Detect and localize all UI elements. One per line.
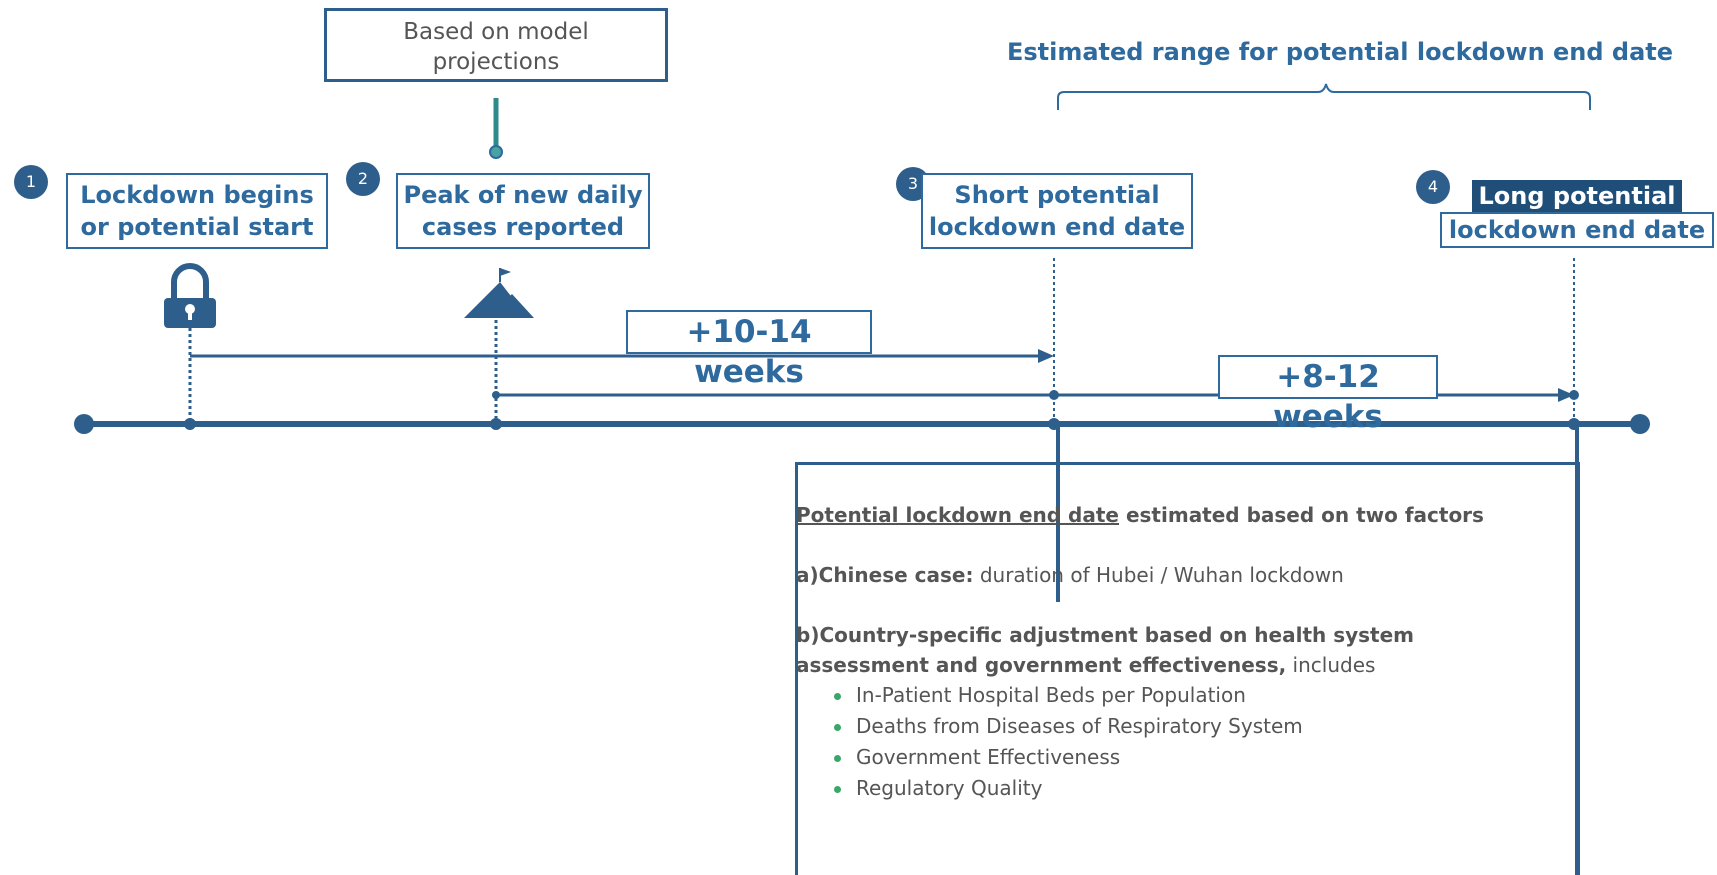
milestone-3-line-2: lockdown end date <box>928 213 1186 241</box>
timeline-start-dot <box>74 414 94 434</box>
duration-label-1: +10-14 weeks <box>626 310 872 390</box>
milestone-1-line-1: Lockdown begins <box>80 181 314 209</box>
info-bullet-list: In-Patient Hospital Beds per Population … <box>796 680 1576 804</box>
info-factor-b: b)Country-specific adjustment based on h… <box>796 620 1576 680</box>
info-heading-rest: estimated based on two factors <box>1119 503 1484 527</box>
info-heading-underlined: Potential lockdown end date <box>796 503 1119 527</box>
milestone-badge-2: 2 <box>346 162 380 196</box>
milestone-4-line-2: lockdown end date <box>1440 212 1714 248</box>
marker-1-dot <box>184 418 196 430</box>
marker-2-dot <box>490 418 502 430</box>
arrow-2-start-dot <box>492 391 500 399</box>
model-projection-note: Based on model projections <box>324 8 668 82</box>
list-item: Deaths from Diseases of Respiratory Syst… <box>834 711 1576 742</box>
milestone-box-4: Long potential lockdown end date <box>1440 180 1714 252</box>
list-item: Regulatory Quality <box>834 773 1576 804</box>
list-item: In-Patient Hospital Beds per Population <box>834 680 1576 711</box>
factors-info-text: Potential lockdown end date estimated ba… <box>796 500 1576 804</box>
milestone-4-line-1: Long potential <box>1472 180 1682 212</box>
duration-arrow-1-head <box>1038 349 1054 363</box>
note-line-1: Based on model <box>403 19 589 45</box>
milestone-2-line-2: cases reported <box>421 213 625 241</box>
note-line-2: projections <box>432 49 560 75</box>
duration-label-2: +8-12 weeks <box>1218 355 1438 435</box>
info-factor-a: a)Chinese case: duration of Hubei / Wuha… <box>796 560 1576 590</box>
info-factor-b-label-1: b)Country-specific adjustment based on h… <box>796 623 1415 647</box>
info-factor-b-text: includes <box>1286 653 1376 677</box>
milestone-box-1: Lockdown begins or potential start <box>66 173 328 249</box>
info-factor-a-label: a)Chinese case: <box>796 563 974 587</box>
milestone-box-2: Peak of new daily cases reported <box>396 173 650 249</box>
list-item: Government Effectiveness <box>834 742 1576 773</box>
milestone-3-line-1: Short potential <box>954 181 1160 209</box>
arrow-2-end-dot <box>1569 390 1579 400</box>
milestone-1-line-2: or potential start <box>80 213 314 241</box>
milestone-badge-1: 1 <box>14 165 48 199</box>
timeline-end-dot <box>1630 414 1650 434</box>
range-title: Estimated range for potential lockdown e… <box>1006 38 1674 66</box>
note-pin-head <box>489 145 503 159</box>
milestone-2-line-1: Peak of new daily <box>403 181 643 209</box>
duration-arrow-2-head <box>1558 388 1574 402</box>
info-factor-a-text: duration of Hubei / Wuhan lockdown <box>973 563 1344 587</box>
milestone-box-3: Short potential lockdown end date <box>921 173 1193 249</box>
info-factor-b-label-2: assessment and government effectiveness, <box>796 653 1287 677</box>
lock-icon <box>164 263 216 328</box>
arrow-2-mid-dot <box>1049 390 1059 400</box>
range-brace <box>1057 83 1591 110</box>
info-heading: Potential lockdown end date estimated ba… <box>796 500 1576 530</box>
factors-info-box <box>795 462 1580 875</box>
milestone-badge-4: 4 <box>1416 170 1450 204</box>
mountain-flag-icon <box>464 268 534 318</box>
